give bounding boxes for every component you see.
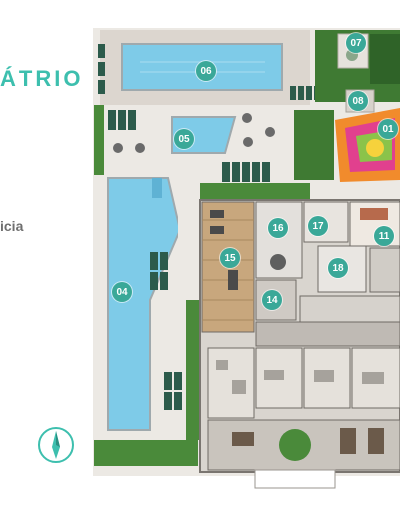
lounge-chairs-top-left [98,44,105,94]
pool-04 [107,177,182,431]
hedge-left [94,105,104,175]
hedge-bottom-left [94,440,198,466]
marker-08[interactable]: 08 [348,91,368,111]
marker-15[interactable]: 15 [220,248,240,268]
section-title: ÁTRIO [0,66,84,91]
marker-16[interactable]: 16 [268,218,288,238]
lounge-chairs-mid [108,110,270,182]
marker-05[interactable]: 05 [174,129,194,149]
marker-18[interactable]: 18 [328,258,348,278]
hedge-pool-04 [186,300,200,440]
marker-01[interactable]: 01 [378,119,398,139]
marker-04[interactable]: 04 [112,282,132,302]
hedge-mid [200,183,310,199]
planter-right [294,110,334,180]
entrance-step [254,469,336,489]
marker-11[interactable]: 11 [374,226,394,246]
marker-07[interactable]: 07 [346,33,366,53]
lounge-chairs-pool-04 [150,252,182,410]
side-label-fragment: icia [0,218,24,234]
marker-06[interactable]: 06 [196,61,216,81]
tables-mid [113,113,275,153]
north-arrow-compass-icon [38,427,74,463]
marker-14[interactable]: 14 [262,290,282,310]
marker-17[interactable]: 17 [308,216,328,236]
